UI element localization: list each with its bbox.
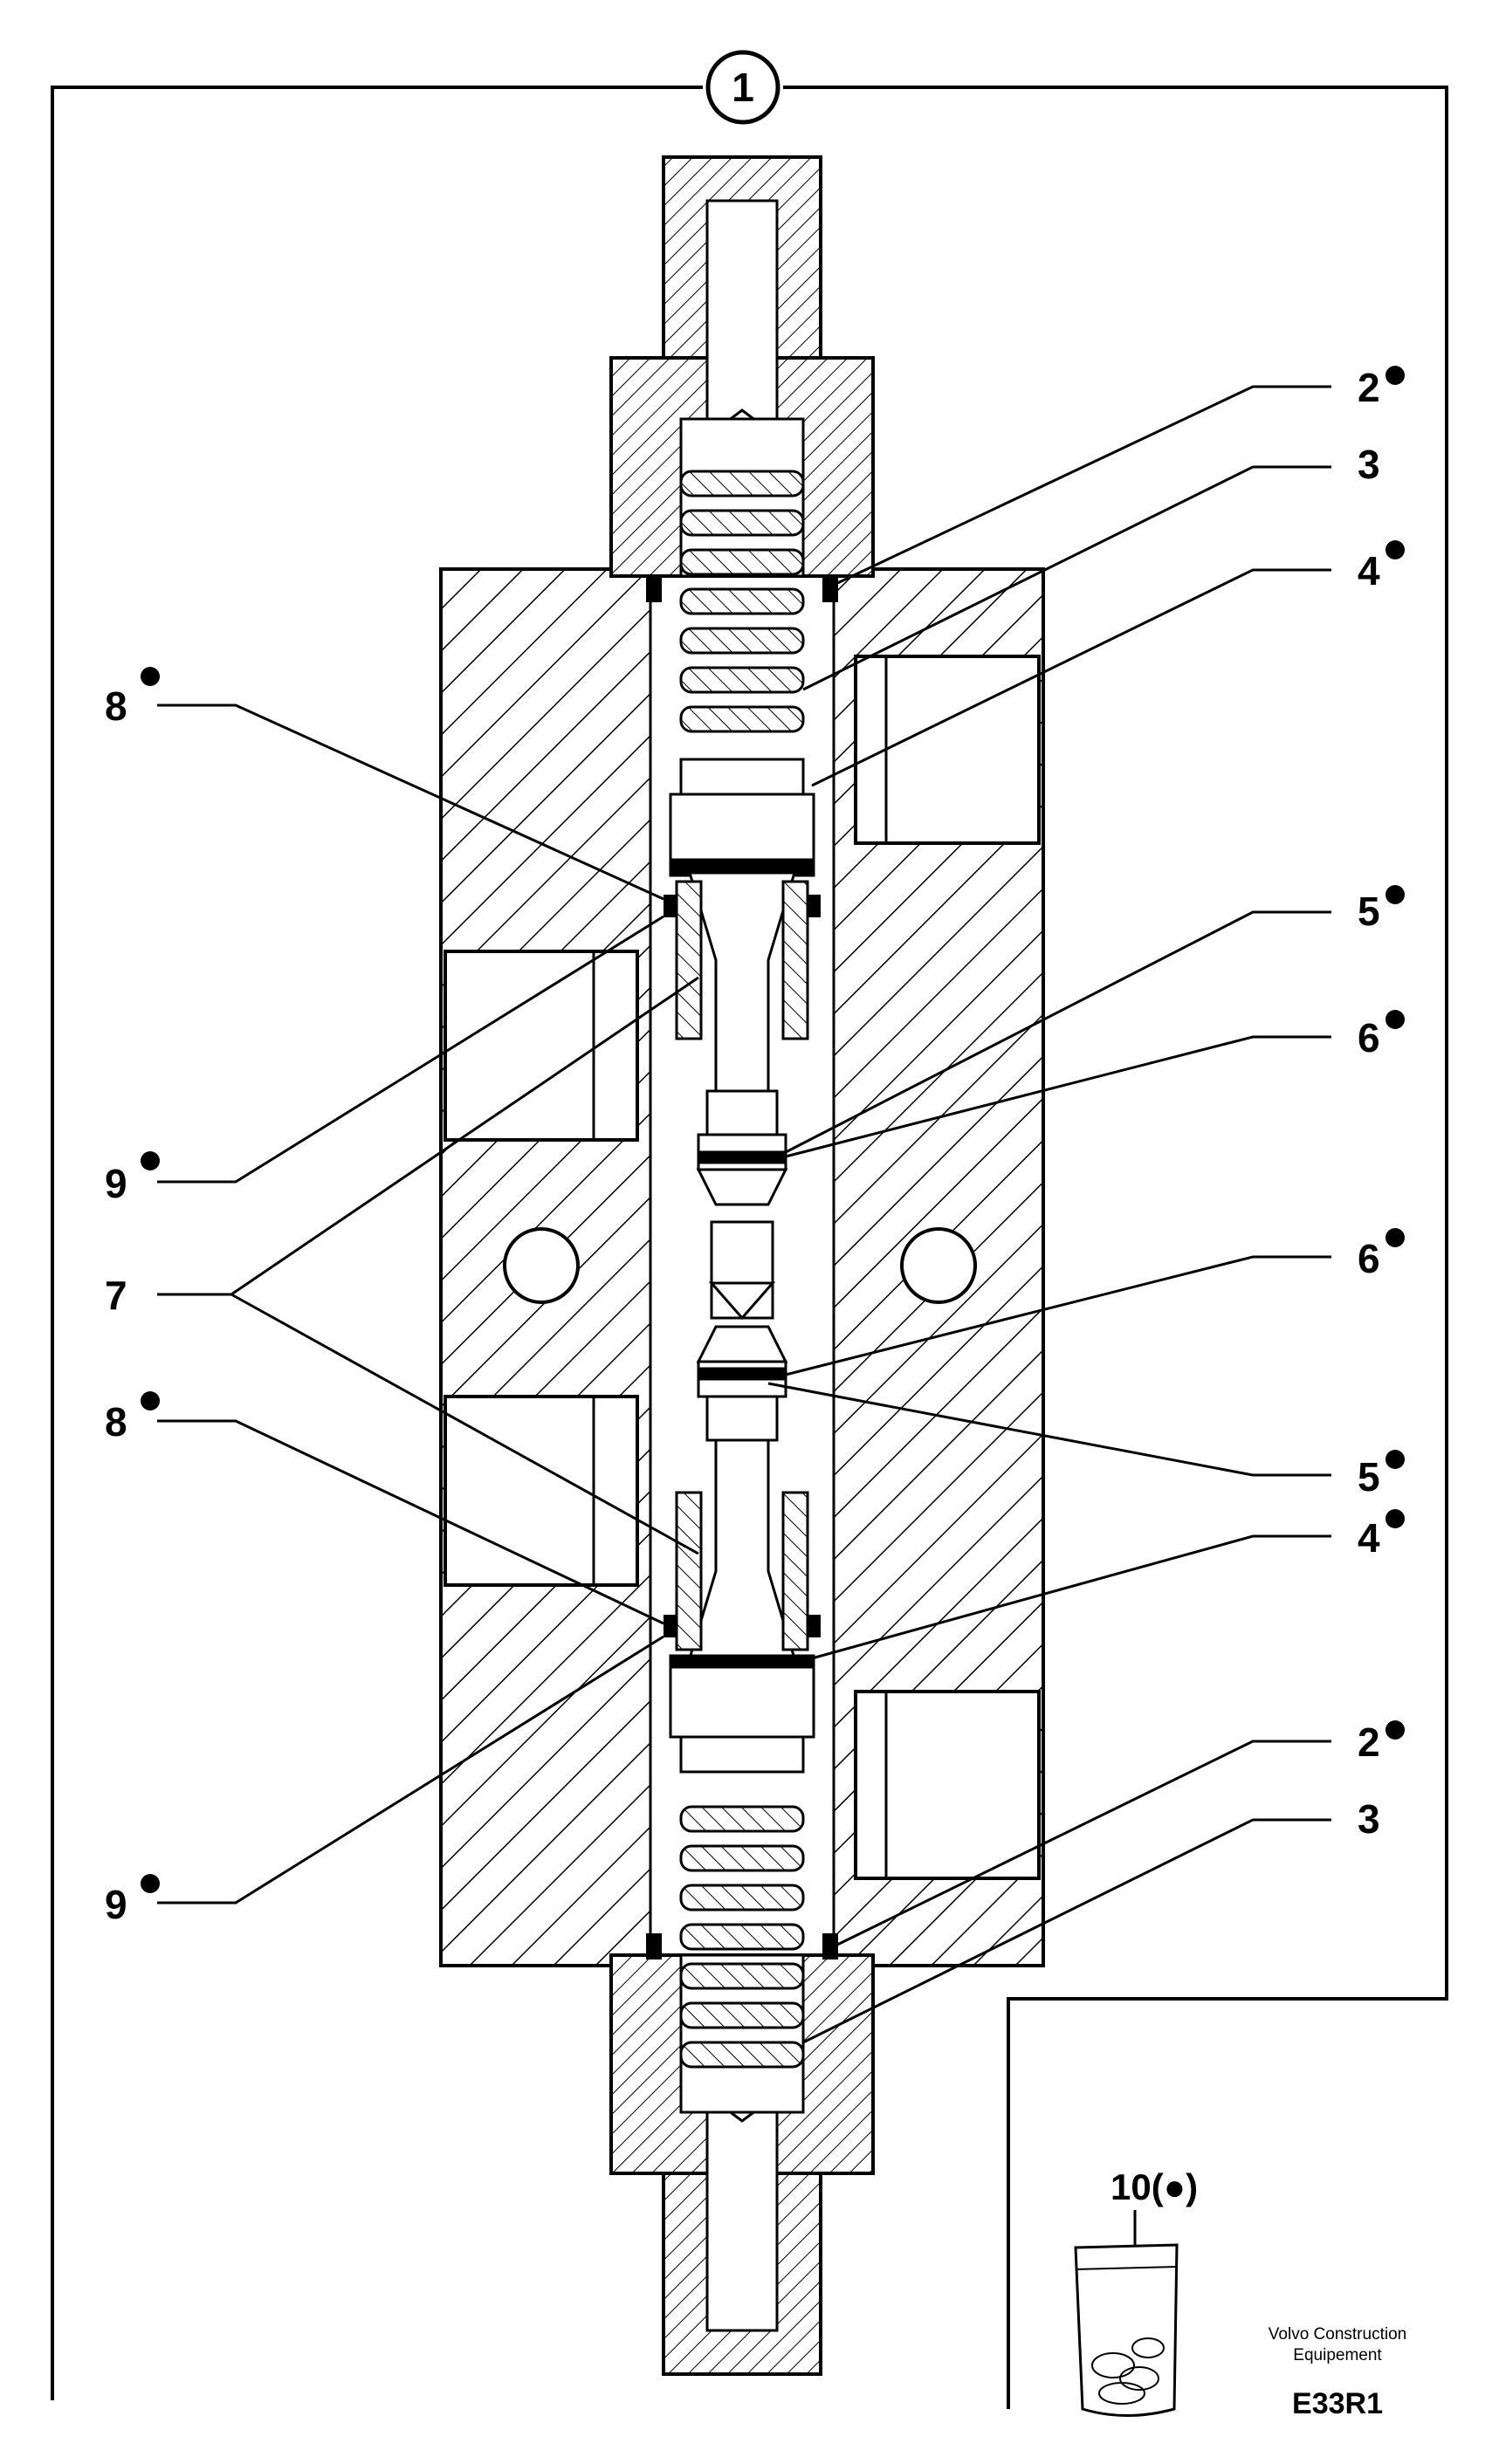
callout-8-lower: 8 [105,1399,127,1445]
lower-left-port [444,1395,639,1587]
assembly-frame [51,86,1448,2409]
callout-2-lower: 2 [1358,1719,1380,1765]
upper-left-port [444,950,639,1142]
kit-label: 10(●) [1110,2166,1198,2207]
callout-4-lower: 4 [1358,1515,1380,1561]
upper-piston-assembly [669,758,815,1206]
kit-bag-icon [1074,2243,1179,2417]
callout-labels: 2 3 4 8 5 6 9 7 6 8 5 4 2 3 9 [105,365,1405,1927]
callout-8-upper-dot [141,667,160,686]
lower-spring [679,1805,805,2069]
callout-6-upper-dot [1386,1010,1405,1029]
callout-5-lower: 5 [1358,1454,1380,1500]
drawing-id: E33R1 [1292,2387,1383,2420]
company-line-2: Equipement [1293,2346,1382,2364]
callout-4-upper: 4 [1358,548,1380,594]
assembly-callout-number: 1 [732,65,754,110]
o-rings [646,576,838,1960]
callout-8-lower-dot [141,1391,160,1410]
callout-4-upper-dot [1386,540,1405,559]
callout-6-upper: 6 [1358,1015,1380,1060]
callout-3-upper: 3 [1358,442,1380,487]
callout-5-upper-dot [1386,885,1405,904]
callout-3-lower: 3 [1358,1796,1380,1842]
callout-9-lower-dot [141,1874,160,1893]
lower-right-port [854,1690,1041,1880]
lower-piston-assembly [669,1325,815,1774]
callout-8-upper: 8 [105,683,127,729]
callout-9-lower: 9 [105,1882,127,1927]
callout-5-lower-dot [1386,1450,1405,1469]
callout-2-lower-dot [1386,1720,1405,1740]
title-block: Volvo Construction Equipement E33R1 [1269,2325,1406,2420]
callout-2-upper: 2 [1358,365,1380,410]
callout-9-upper-dot [141,1151,160,1170]
right-mounting-hole [900,1227,977,1304]
callout-9-upper: 9 [105,1161,127,1206]
assembly-callout: 1 [705,50,780,125]
callout-5-upper: 5 [1358,889,1380,934]
callout-4-lower-dot [1386,1509,1405,1528]
left-mounting-hole [503,1227,580,1304]
center-check [708,1220,776,1321]
callout-6-lower-dot [1386,1228,1405,1247]
callout-7: 7 [105,1273,127,1318]
leader-lines [157,385,1331,2044]
callout-6-lower: 6 [1358,1236,1380,1281]
seal-kit: 10(●) [1074,2166,1198,2417]
upper-spring [679,470,805,733]
company-line-1: Volvo Construction [1269,2325,1406,2344]
callout-2-upper-dot [1386,366,1405,385]
